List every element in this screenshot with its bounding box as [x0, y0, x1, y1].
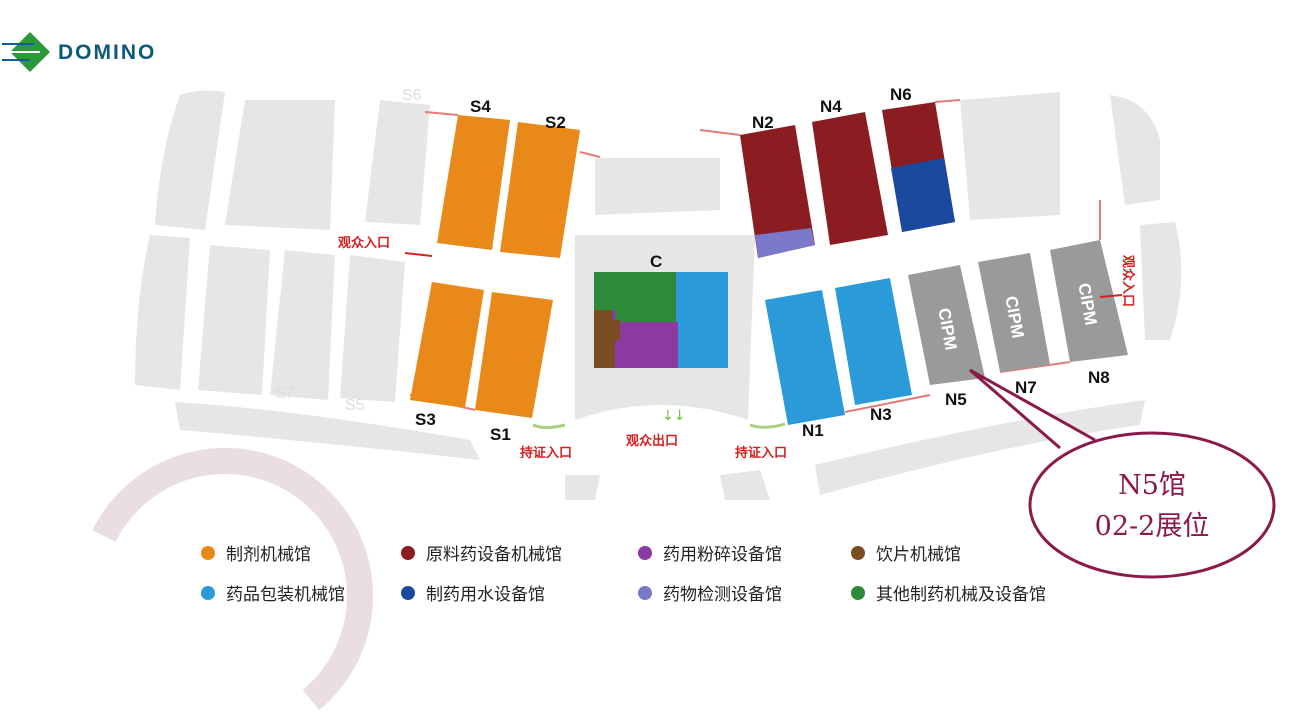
hall-s4[interactable] — [437, 115, 510, 250]
legend-swatch — [851, 546, 865, 560]
decorative-ring — [92, 448, 373, 711]
hall-n6-water-section — [891, 158, 955, 232]
label-n1: N1 — [802, 421, 824, 440]
label-s2: S2 — [545, 113, 566, 132]
hall-c[interactable] — [594, 272, 728, 368]
legend-swatch — [638, 586, 652, 600]
pass-path-right — [749, 422, 786, 429]
label-n8: N8 — [1088, 368, 1110, 387]
legend-swatch — [201, 586, 215, 600]
pass-entrance-right: 持证入口 — [735, 445, 787, 461]
legend-item: 药物检测设备馆 — [663, 585, 782, 605]
label-s3: S3 — [415, 410, 436, 429]
hall-n2[interactable] — [740, 125, 815, 258]
domino-logo: DOMINO — [2, 32, 156, 72]
legend-swatch — [638, 546, 652, 560]
legend: 制剂机械馆 原料药设备机械馆 药用粉碎设备馆 饮片机械馆 药品包装机械馆 制药用… — [201, 545, 1046, 605]
label-n5: N5 — [945, 390, 967, 409]
logo-text: DOMINO — [58, 41, 156, 64]
exit-arrows-icon: ↓↓ — [662, 408, 685, 424]
hall-n2-testing-section — [755, 228, 815, 258]
label-s5: S5 — [345, 397, 365, 414]
hall-s1[interactable] — [475, 292, 553, 418]
visitor-exit: 观众出口 — [626, 433, 678, 449]
entrance-arrow-icon — [404, 252, 433, 257]
pass-path-left — [532, 423, 566, 429]
west-visitor-entrance: 观众入口 — [338, 235, 390, 251]
label-c: C — [650, 252, 662, 271]
legend-item: 其他制药机械及设备馆 — [876, 585, 1046, 605]
pass-entrance-left: 持证入口 — [520, 445, 572, 461]
booth-callout: N5馆 02-2展位 — [969, 368, 1276, 579]
hall-s3[interactable] — [410, 282, 484, 408]
legend-swatch — [401, 586, 415, 600]
callout-booth: 02-2展位 — [1095, 511, 1210, 542]
legend-item: 药用粉碎设备馆 — [663, 545, 782, 565]
hall-n8[interactable] — [1050, 240, 1128, 362]
hall-n7[interactable] — [978, 253, 1050, 372]
hall-n5[interactable] — [908, 265, 985, 385]
callout-hall: N5馆 — [1118, 470, 1186, 501]
legend-item: 制药用水设备馆 — [426, 585, 545, 605]
label-n3: N3 — [870, 405, 892, 424]
legend-swatch — [401, 546, 415, 560]
legend-swatch — [201, 546, 215, 560]
hall-n3[interactable] — [835, 278, 912, 405]
legend-item: 药品包装机械馆 — [226, 585, 345, 605]
label-s6: S6 — [402, 87, 422, 104]
label-s7: S7 — [275, 385, 295, 402]
label-n4: N4 — [820, 97, 842, 116]
east-visitor-entrance: 观众入口 — [1120, 255, 1136, 307]
label-n7: N7 — [1015, 378, 1037, 397]
hall-s2[interactable] — [500, 122, 580, 258]
label-n2: N2 — [752, 113, 774, 132]
entrance-arrow-icon — [1099, 294, 1123, 298]
hall-n4[interactable] — [812, 112, 888, 245]
label-s1: S1 — [490, 425, 511, 444]
label-n6: N6 — [890, 85, 912, 104]
hall-n1[interactable] — [765, 290, 845, 425]
legend-item: 饮片机械馆 — [876, 545, 961, 565]
legend-swatch — [851, 586, 865, 600]
legend-item: 原料药设备机械馆 — [426, 545, 562, 565]
label-s4: S4 — [470, 97, 491, 116]
legend-item: 制剂机械馆 — [226, 545, 311, 565]
